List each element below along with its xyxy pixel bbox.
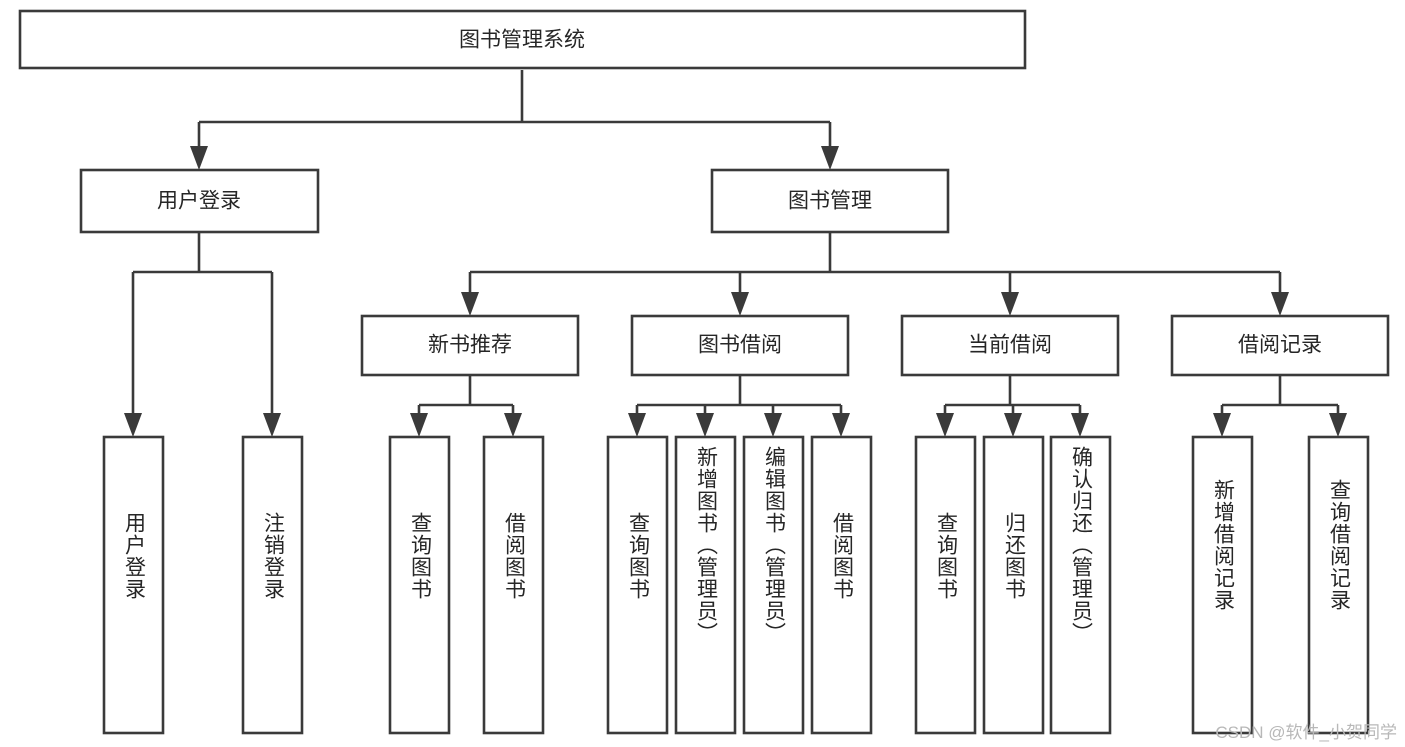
arrow-head-borrowrecord-leaf-1	[1213, 413, 1231, 437]
node-root-label: 图书管理系统	[459, 29, 585, 52]
connector-group-root	[190, 70, 839, 170]
arrow-head-borrowrecord	[1271, 292, 1289, 316]
node-borrow-record-label: 借阅记录	[1238, 334, 1322, 357]
leaf-query-book-current[interactable]	[914, 435, 977, 735]
csdn-watermark: CSDN @软件_小贺同学	[1215, 723, 1397, 742]
arrow-head-currentborrow	[1001, 292, 1019, 316]
leaf-add-book-admin[interactable]	[674, 435, 737, 735]
node-book-management[interactable]	[710, 168, 950, 234]
arrow-head-bookmgmt	[821, 146, 839, 170]
leaf-query-book-recommend[interactable]	[388, 435, 451, 735]
node-book-management-label: 图书管理	[788, 190, 872, 213]
leaf-logout[interactable]	[241, 435, 304, 735]
node-root[interactable]	[18, 9, 1027, 70]
leaf-query-book-borrow[interactable]	[606, 435, 669, 735]
arrow-head-bookborrow-leaf-1	[628, 413, 646, 437]
node-user-login-label: 用户登录	[157, 190, 241, 213]
arrow-head-currentborrow-leaf-1	[936, 413, 954, 437]
arrow-head-borrowrecord-leaf-2	[1329, 413, 1347, 437]
leaf-edit-book-admin[interactable]	[742, 435, 805, 735]
arrow-head-bookborrow	[731, 292, 749, 316]
node-borrow-record[interactable]	[1170, 314, 1390, 377]
leaf-add-borrow-record[interactable]	[1191, 435, 1254, 735]
arrow-head-currentborrow-leaf-2	[1004, 413, 1022, 437]
leaf-confirm-return-admin[interactable]	[1049, 435, 1112, 735]
arrow-head-bookborrow-leaf-4	[832, 413, 850, 437]
arrow-head-leaf-logout	[263, 413, 281, 437]
arrow-head-bookborrow-leaf-3	[764, 413, 782, 437]
connector-group-bookmgmt	[461, 232, 1289, 316]
connector-group-newbook-leaves	[410, 375, 522, 437]
node-new-book-recommend[interactable]	[360, 314, 580, 377]
arrow-head-leaf-user-login	[124, 413, 142, 437]
arrow-head-newbook	[461, 292, 479, 316]
leaf-return-book[interactable]	[982, 435, 1045, 735]
node-book-borrow-label: 图书借阅	[698, 334, 782, 357]
leaf-borrow-book[interactable]	[810, 435, 873, 735]
connector-group-bookborrow-leaves	[628, 375, 850, 437]
node-new-book-recommend-label: 新书推荐	[428, 334, 512, 357]
leaf-query-borrow-record[interactable]	[1307, 435, 1370, 735]
arrow-head-newbook-leaf-2	[504, 413, 522, 437]
node-current-borrow-label: 当前借阅	[968, 334, 1052, 357]
node-current-borrow[interactable]	[900, 314, 1120, 377]
arrow-head-newbook-leaf-1	[410, 413, 428, 437]
arrow-head-userlogin	[190, 146, 208, 170]
node-user-login[interactable]	[79, 168, 320, 234]
arrow-head-currentborrow-leaf-3	[1071, 413, 1089, 437]
connector-group-borrowrecord-leaves	[1213, 375, 1347, 437]
connector-group-userlogin	[124, 232, 281, 437]
leaf-user-login[interactable]	[102, 435, 165, 735]
leaf-borrow-book-recommend[interactable]	[482, 435, 545, 735]
connector-group-currentborrow-leaves	[936, 375, 1089, 437]
node-book-borrow[interactable]	[630, 314, 850, 377]
arrow-head-bookborrow-leaf-2	[696, 413, 714, 437]
